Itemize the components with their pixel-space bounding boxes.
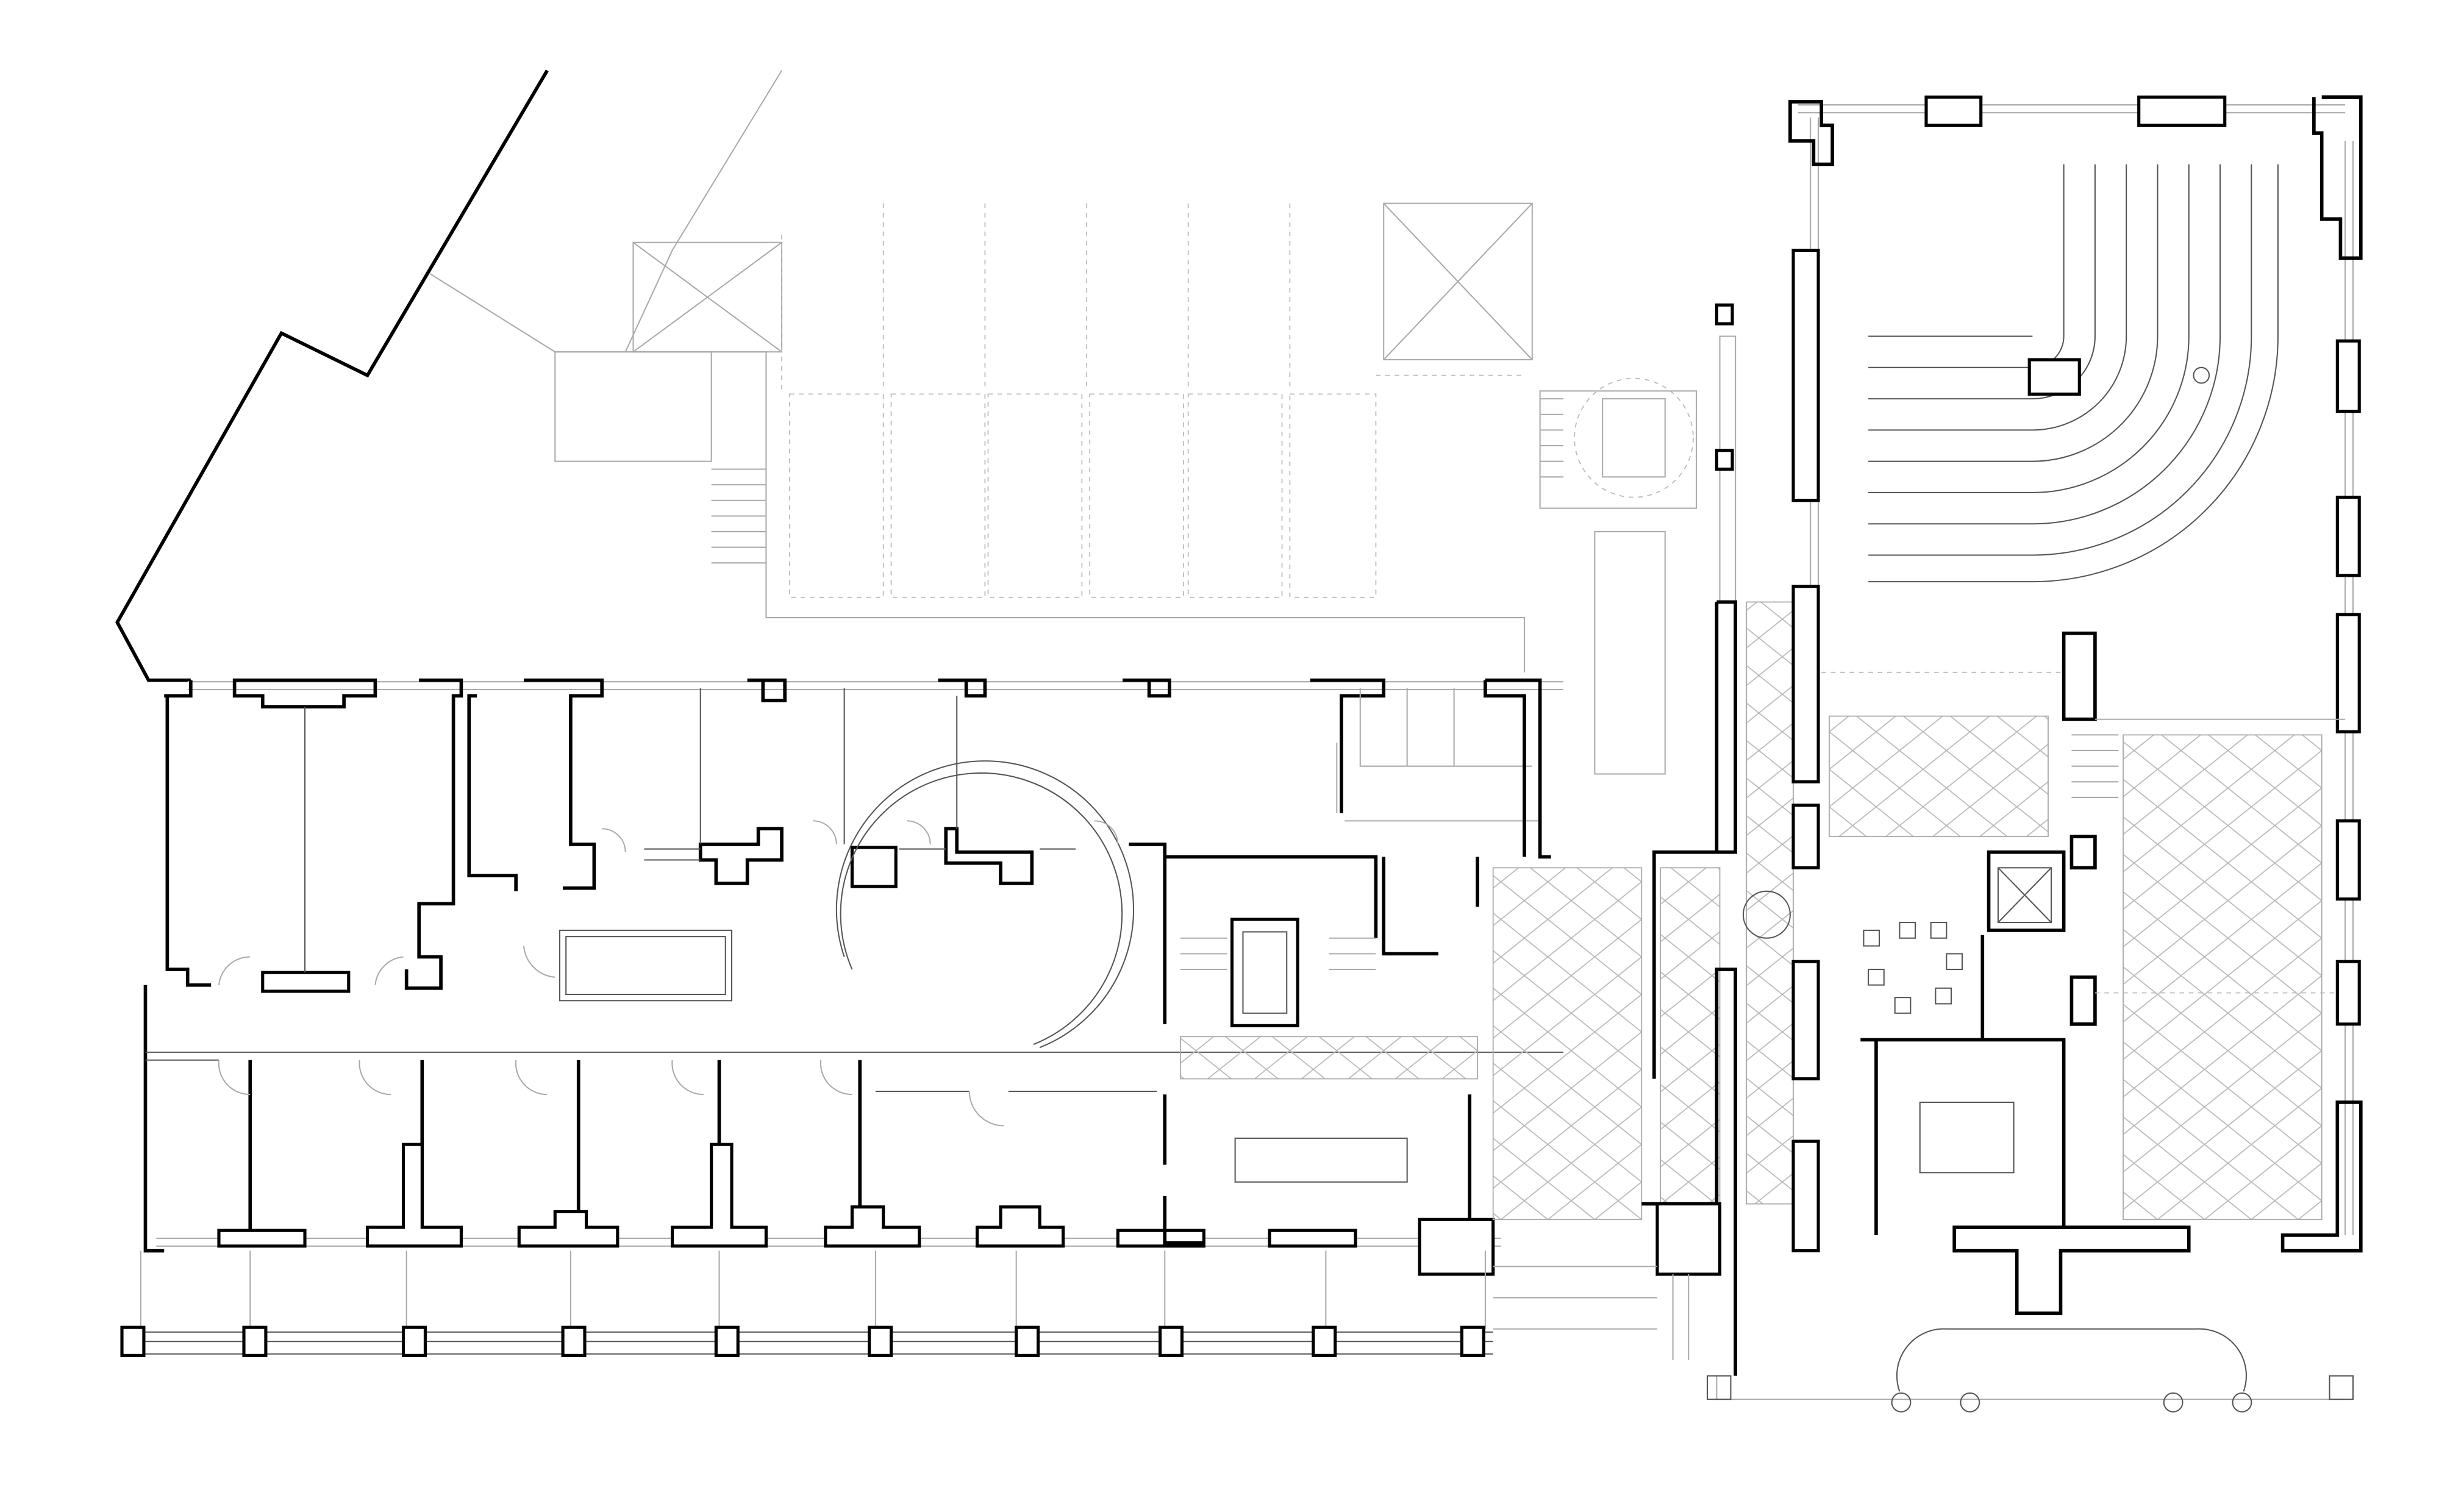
- furniture: [1863, 922, 1963, 1014]
- parking-bays: [781, 203, 1524, 598]
- stair-exterior: [711, 398, 1564, 564]
- core-stair-elevator: [1129, 678, 1551, 1276]
- front-entrance: [1706, 1328, 2354, 1413]
- colonnade: [120, 1250, 1493, 1357]
- interior-partitions: [217, 1060, 1357, 1248]
- site-context: [429, 70, 1737, 775]
- auditorium-seating: [1868, 164, 2279, 583]
- right-building: [1788, 95, 2363, 1315]
- link-block: [1492, 303, 2346, 1400]
- door-swings: [218, 820, 1119, 1127]
- diagonal-boundary: [115, 70, 549, 682]
- left-wing: [143, 678, 1564, 1276]
